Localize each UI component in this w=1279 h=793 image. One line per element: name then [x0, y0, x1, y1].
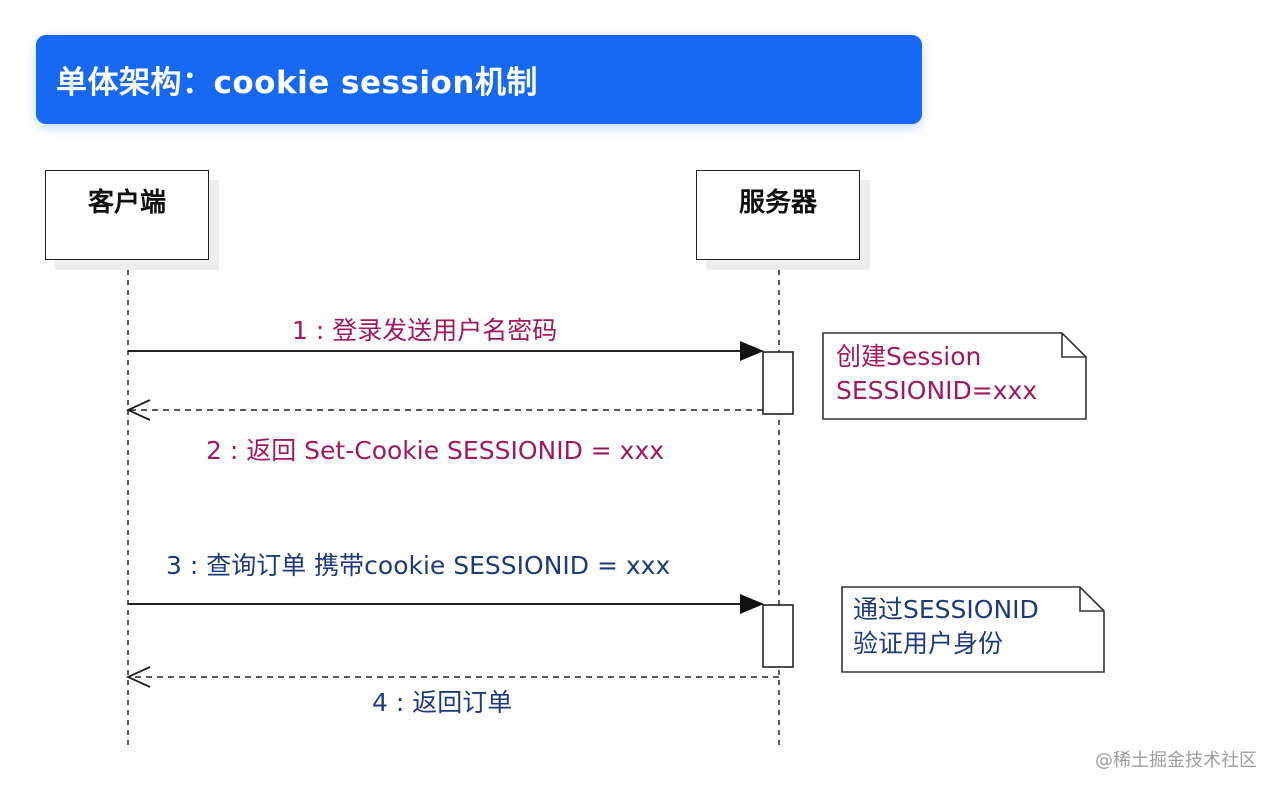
- note-1-line-1: 创建Session: [836, 342, 982, 371]
- note-2-line-2: 验证用户身份: [853, 629, 1004, 658]
- note-1-fold: [1061, 333, 1086, 358]
- message-2-label: 2 : 返回 Set-Cookie SESSIONID = xxx: [206, 436, 665, 465]
- arrowhead-filled-icon: [740, 594, 764, 614]
- note-2-shape: [841, 586, 1105, 673]
- participant-server-label: 服务器: [738, 188, 817, 218]
- note-2-text: 通过SESSIONID 验证用户身份: [853, 593, 1039, 661]
- activation-box-2: [762, 604, 794, 668]
- note-2-line-1: 通过SESSIONID: [853, 595, 1039, 624]
- watermark: @稀土掘金技术社区: [1095, 750, 1257, 771]
- message-4-label: 4 : 返回订单: [372, 688, 513, 717]
- note-1-text: 创建Session SESSIONID=xxx: [836, 340, 1037, 408]
- participant-server: 服务器: [696, 170, 860, 260]
- page-title: 单体架构：cookie session机制: [56, 65, 538, 101]
- arrowhead-open-icon: [125, 399, 151, 421]
- title-banner: 单体架构：cookie session机制: [36, 35, 922, 124]
- participant-client: 客户端: [45, 170, 209, 260]
- note-2-fold: [1079, 587, 1104, 612]
- arrowhead-open-icon: [125, 666, 151, 688]
- note-1-shape: [822, 332, 1087, 420]
- participant-client-label: 客户端: [87, 188, 166, 218]
- arrowhead-filled-icon: [740, 341, 764, 361]
- message-3-label: 3 : 查询订单 携带cookie SESSIONID = xxx: [166, 551, 671, 580]
- message-1-label: 1 : 登录发送用户名密码: [292, 316, 558, 345]
- note-1-line-2: SESSIONID=xxx: [836, 376, 1038, 405]
- activation-box-1: [762, 351, 794, 415]
